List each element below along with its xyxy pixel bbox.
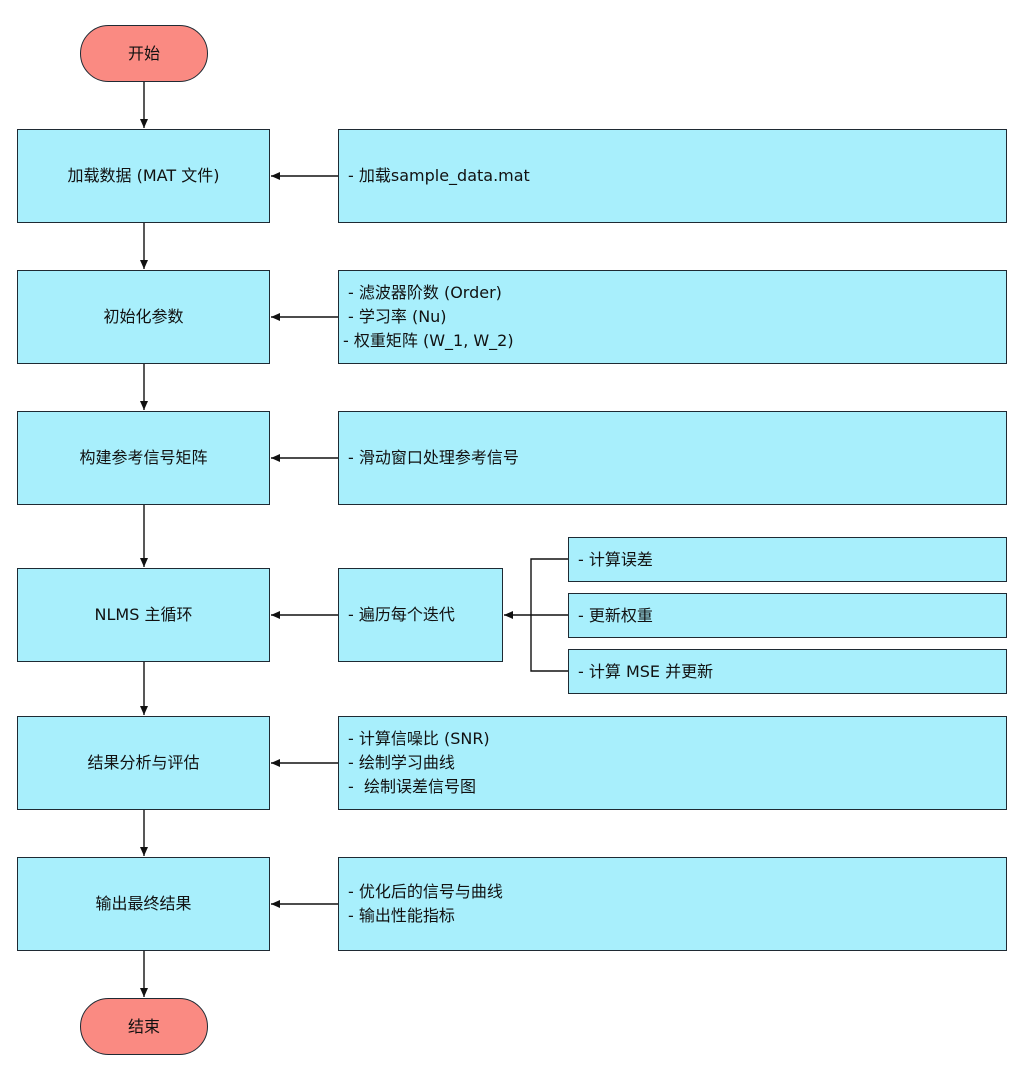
substep-compute-error: - 计算误差 <box>568 537 1007 582</box>
detail-init-params-nu: - 学习率 (Nu) <box>348 307 447 326</box>
step-analysis: 结果分析与评估 <box>17 716 270 810</box>
step-init-params-label: 初始化参数 <box>103 307 184 326</box>
step-analysis-label: 结果分析与评估 <box>87 753 200 772</box>
step-nlms-loop-label: NLMS 主循环 <box>94 605 193 624</box>
detail-iterate: - 遍历每个迭代 <box>338 568 503 662</box>
detail-build-reference-line: - 滑动窗口处理参考信号 <box>348 448 519 467</box>
detail-output: - 优化后的信号与曲线 - 输出性能指标 <box>338 857 1007 951</box>
start-terminal: 开始 <box>80 25 208 82</box>
step-load-data-label: 加载数据 (MAT 文件) <box>67 166 220 185</box>
substep-compute-mse: - 计算 MSE 并更新 <box>568 649 1007 694</box>
detail-iterate-line: - 遍历每个迭代 <box>348 605 455 624</box>
detail-analysis-error-plot: - 绘制误差信号图 <box>348 777 476 796</box>
substep-compute-error-label: - 计算误差 <box>578 549 653 569</box>
detail-analysis-curve: - 绘制学习曲线 <box>348 753 455 772</box>
substep-update-weights-label: - 更新权重 <box>578 605 653 625</box>
step-output-label: 输出最终结果 <box>95 894 192 913</box>
detail-init-params-order: - 滤波器阶数 (Order) <box>348 283 502 302</box>
detail-init-params: - 滤波器阶数 (Order) - 学习率 (Nu) - 权重矩阵 (W_1, … <box>338 270 1007 364</box>
end-terminal: 结束 <box>80 998 208 1055</box>
detail-analysis-snr: - 计算信噪比 (SNR) <box>348 729 490 748</box>
detail-build-reference: - 滑动窗口处理参考信号 <box>338 411 1007 505</box>
detail-load-data-line: - 加载sample_data.mat <box>348 166 530 185</box>
substep-compute-mse-label: - 计算 MSE 并更新 <box>578 661 714 681</box>
step-build-reference-label: 构建参考信号矩阵 <box>79 448 208 467</box>
detail-analysis: - 计算信噪比 (SNR) - 绘制学习曲线 - 绘制误差信号图 <box>338 716 1007 810</box>
substep-update-weights: - 更新权重 <box>568 593 1007 638</box>
detail-load-data: - 加载sample_data.mat <box>338 129 1007 223</box>
start-label: 开始 <box>127 43 160 63</box>
detail-output-signal: - 优化后的信号与曲线 <box>348 882 503 901</box>
detail-init-params-weights: - 权重矩阵 (W_1, W_2) <box>343 331 514 350</box>
detail-output-metrics: - 输出性能指标 <box>348 906 455 925</box>
end-label: 结束 <box>127 1016 160 1036</box>
step-build-reference: 构建参考信号矩阵 <box>17 411 270 505</box>
step-load-data: 加载数据 (MAT 文件) <box>17 129 270 223</box>
step-output: 输出最终结果 <box>17 857 270 951</box>
step-init-params: 初始化参数 <box>17 270 270 364</box>
step-nlms-loop: NLMS 主循环 <box>17 568 270 662</box>
